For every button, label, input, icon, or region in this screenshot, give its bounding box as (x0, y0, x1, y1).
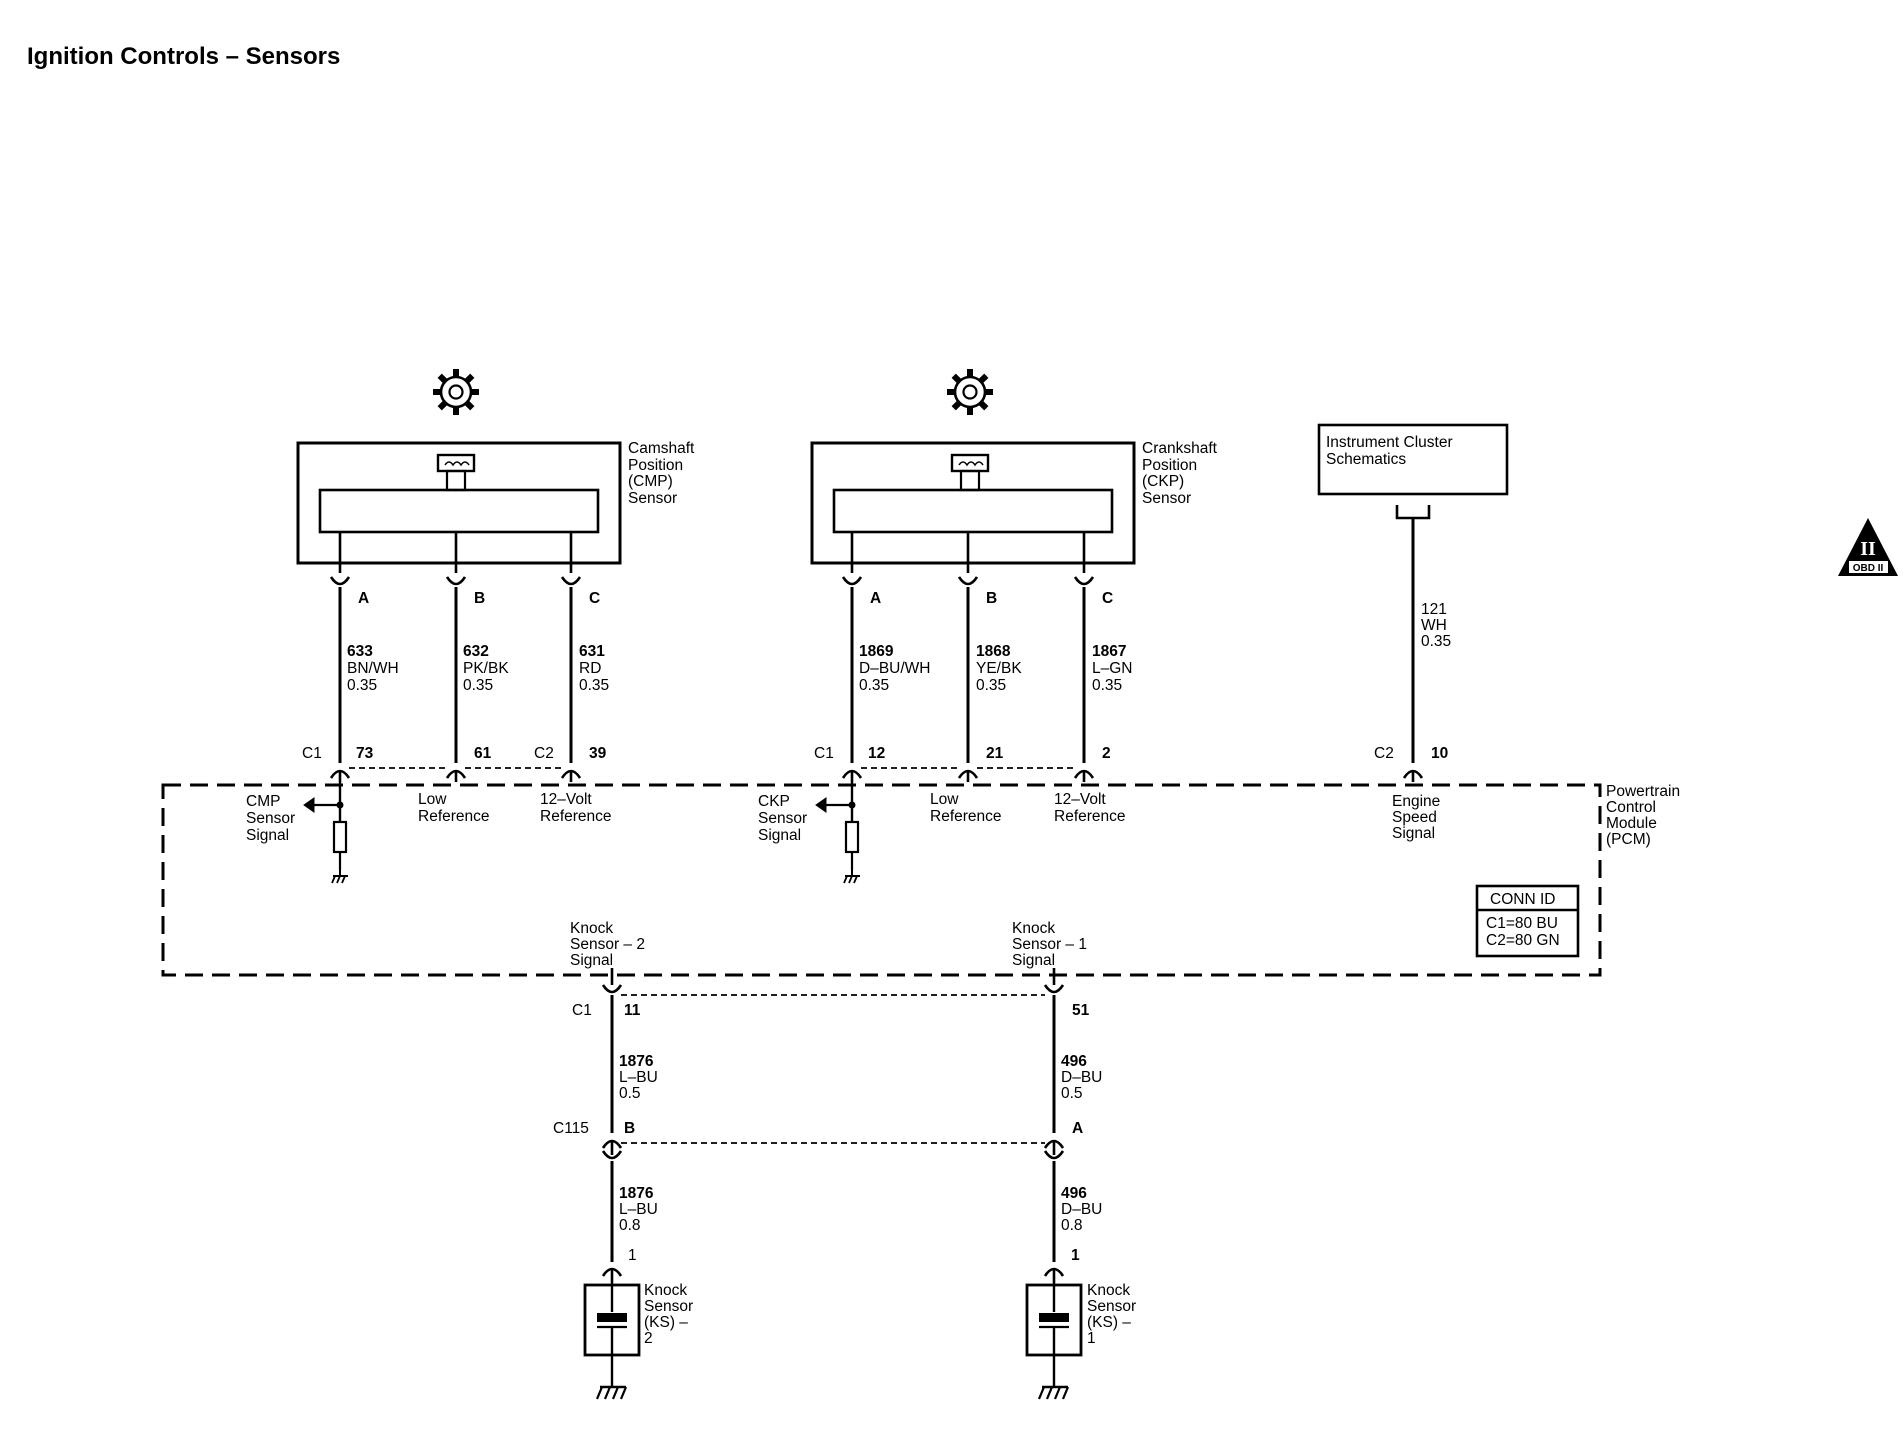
page-title: Ignition Controls – Sensors (27, 43, 340, 70)
cmp-signal-label: CMP Sensor Signal (246, 793, 299, 844)
cmp-pcm-pin-73: 73 (356, 745, 374, 762)
ckp-wire-c-label: 1867 L–GN 0.35 (1092, 643, 1137, 694)
conn-id-table: CONN ID C1=80 BU C2=80 GN (1475, 884, 1580, 958)
ks2-signal-label: Knock Sensor – 2 Signal (570, 920, 649, 969)
cmp-low-ref-label: Low Reference (418, 791, 490, 825)
ks2-inline-pin: B (624, 1120, 635, 1137)
cmp-sensor: Camshaft Position (CMP) Sensor (296, 369, 699, 565)
cmp-connector-c1: C1 (302, 745, 322, 762)
ks2-sensor-name: Knock Sensor (KS) – 2 (644, 1282, 697, 1347)
engine-speed-pcm-pin: 10 (1431, 745, 1448, 762)
ckp-pin-b: B (986, 590, 997, 607)
cmp-pcm-pin-61: 61 (474, 745, 492, 762)
ks1-pcm-pin: 51 (1072, 1002, 1090, 1019)
engine-speed-connector: C2 (1374, 745, 1394, 762)
cmp-pin-a: A (358, 590, 369, 607)
ks1-upper-wire-label: 496 D–BU 0.5 (1061, 1053, 1107, 1102)
ks2-pcm-pin: 11 (624, 1002, 641, 1019)
ks1-sensor-name: Knock Sensor (KS) – 1 (1087, 1282, 1140, 1347)
cmp-sensor-name: Camshaft Position (CMP) Sensor (628, 440, 699, 507)
gear-icon (433, 369, 479, 415)
ks1-inline-pin: A (1072, 1120, 1083, 1137)
engine-speed-wire-label: 121 WH 0.35 (1421, 601, 1451, 650)
instrument-cluster-box: Instrument Cluster Schematics (1317, 423, 1509, 496)
engine-speed-signal-label: Engine Speed Signal (1392, 793, 1445, 842)
cmp-pin-c: C (589, 590, 600, 607)
ckp-wire-b-label: 1868 YE/BK 0.35 (976, 643, 1026, 694)
cmp-wire-a-label: 633 BN/WH 0.35 (347, 643, 403, 694)
ckp-pin-a: A (870, 590, 881, 607)
ks1-lower-wire-label: 496 D–BU 0.8 (1061, 1185, 1107, 1234)
gear-icon (947, 369, 993, 415)
sensor-element-icon (950, 453, 990, 492)
ks1-sensor-pin: 1 (1071, 1247, 1080, 1264)
ckp-wire-a-label: 1869 D–BU/WH 0.35 (859, 643, 935, 694)
pcm-name: Powertrain Control Module (PCM) (1606, 783, 1684, 848)
ckp-signal-circuit (815, 782, 860, 870)
ground-icon (1037, 1377, 1070, 1401)
knock-sensor-1 (1025, 1283, 1083, 1379)
cmp-pin-b: B (474, 590, 485, 607)
svg-text:C1=80 BU C2=80 GN: C1=80 BU C2=80 GN (1486, 915, 1562, 949)
ckp-pcm-pin-2: 2 (1102, 745, 1111, 762)
ks2-lower-wire-label: 1876 L–BU 0.8 (619, 1185, 662, 1234)
ckp-sensor-name: Crankshaft Position (CKP) Sensor (1142, 440, 1221, 507)
svg-text:Instrument Cluster Schem: Instrument Cluster Schematics (1326, 434, 1457, 468)
ckp-pin-c: C (1102, 590, 1113, 607)
cmp-wire-c-label: 631 RD 0.35 (579, 643, 609, 694)
cmp-connector-c2: C2 (534, 745, 554, 762)
ks2-sensor-pin: 1 (628, 1247, 637, 1264)
ground-icon (595, 1377, 628, 1401)
ckp-pcm-pin-21: 21 (986, 745, 1004, 762)
ckp-12v-ref-label: 12–Volt Reference (1054, 791, 1126, 825)
sensor-element-icon (436, 453, 476, 492)
cmp-signal-circuit (303, 782, 348, 870)
signal-ground-icon (843, 869, 861, 884)
signal-ground-icon (331, 869, 349, 884)
knock-sensor-2 (583, 1283, 641, 1379)
knock-pcm-connector: C1 (572, 1002, 592, 1019)
svg-text:CONN ID: CONN ID (1490, 891, 1555, 908)
inline-connector-c115: C115 (553, 1120, 589, 1137)
ckp-low-ref-label: Low Reference (930, 791, 1002, 825)
ks2-upper-wire-label: 1876 L–BU 0.5 (619, 1053, 662, 1102)
obd-ii-badge: II OBD II (1838, 518, 1898, 576)
ks1-signal-label: Knock Sensor – 1 Signal (1012, 920, 1091, 969)
ckp-signal-label: CKP Sensor Signal (758, 793, 811, 844)
ckp-pcm-pin-12: 12 (868, 745, 885, 762)
pcm-boundary (161, 783, 1602, 977)
cmp-pcm-pin-39: 39 (589, 745, 607, 762)
svg-text:II: II (1860, 538, 1876, 560)
svg-text:OBD II: OBD II (1853, 563, 1884, 574)
cmp-wire-b-label: 632 PK/BK 0.35 (463, 643, 513, 694)
ckp-sensor: Crankshaft Position (CKP) Sensor (810, 369, 1221, 565)
cmp-12v-ref-label: 12–Volt Reference (540, 791, 612, 825)
ckp-connector-c1: C1 (814, 745, 834, 762)
